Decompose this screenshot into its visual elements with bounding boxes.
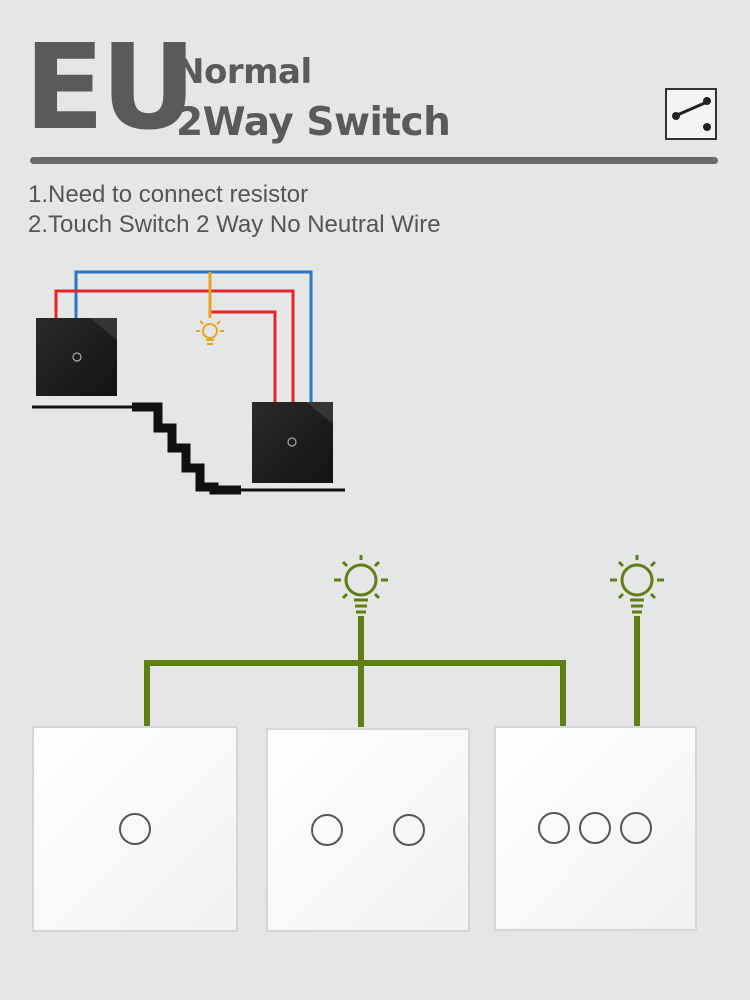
note-no-neutral: 2.Touch Switch 2 Way No Neutral Wire bbox=[28, 211, 441, 238]
bus-wire bbox=[144, 616, 640, 727]
header-divider bbox=[30, 157, 718, 164]
note-resistor: 1.Need to connect resistor bbox=[28, 181, 309, 208]
two-way-switch-icon bbox=[665, 88, 717, 140]
stairs bbox=[32, 402, 345, 495]
title-normal: Normal bbox=[176, 52, 312, 92]
black-switch-bottom bbox=[252, 402, 333, 483]
black-switch-top bbox=[36, 318, 117, 396]
neutral-wire bbox=[74, 270, 313, 402]
touch-button bbox=[119, 813, 151, 845]
eu-label: EU bbox=[24, 18, 196, 156]
live-wire bbox=[54, 289, 295, 402]
panel-2-gang bbox=[266, 728, 470, 932]
touch-button bbox=[579, 812, 611, 844]
touch-button bbox=[620, 812, 652, 844]
bulb-icon-left bbox=[334, 555, 388, 614]
title-2way-switch: 2Way Switch bbox=[176, 100, 451, 145]
touch-button bbox=[311, 814, 343, 846]
bulb-icon-right bbox=[610, 555, 664, 614]
small-bulb-icon bbox=[196, 320, 224, 345]
touch-button bbox=[393, 814, 425, 846]
panel-1-gang bbox=[32, 726, 238, 932]
touch-button bbox=[538, 812, 570, 844]
panel-3-gang bbox=[494, 726, 697, 931]
